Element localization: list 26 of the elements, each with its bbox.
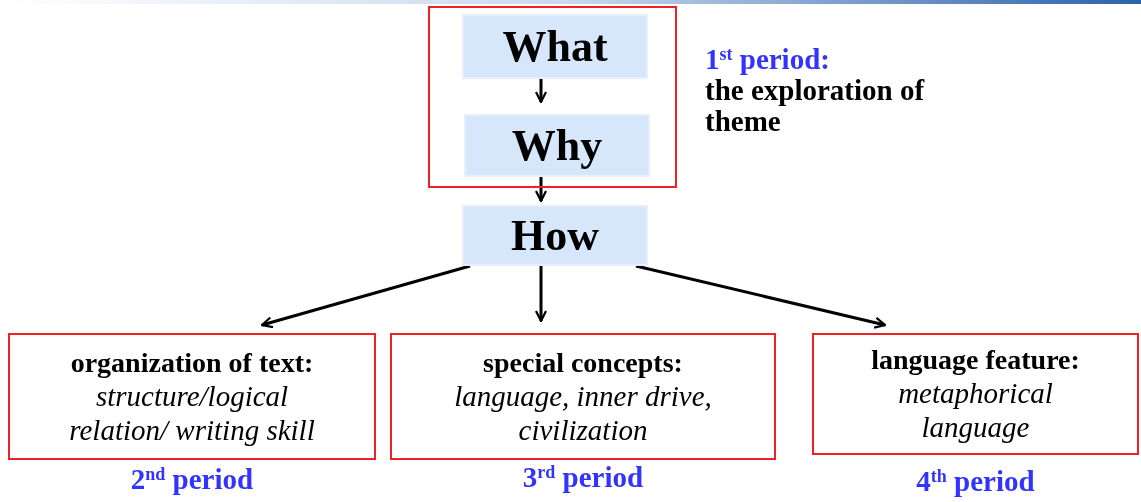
- topic-heading: organization of text:: [70, 346, 314, 379]
- question-word: Why: [511, 123, 603, 168]
- question-box: [462, 205, 648, 266]
- topic-box: [812, 333, 1139, 455]
- arrow: [534, 266, 548, 323]
- topic-description: metaphorical language: [897, 376, 1054, 444]
- topic-heading: special concepts:: [483, 346, 683, 379]
- question-box: [462, 14, 648, 79]
- period-caption: 2$^{nd}$ period: [130, 464, 254, 495]
- topic-description: language, inner drive, civilization: [453, 378, 713, 447]
- period-caption: the exploration of theme: [705, 75, 926, 137]
- group-frame: [428, 6, 677, 188]
- topic-box: [390, 333, 776, 460]
- arrow: [534, 77, 548, 104]
- arrow: [635, 264, 887, 329]
- arrow: [534, 175, 548, 203]
- topic-box: [8, 333, 376, 460]
- question-word: What: [502, 24, 608, 69]
- period-caption: 3$^{rd}$ period: [522, 462, 644, 493]
- question-word: How: [511, 213, 599, 258]
- topic-description: structure/logical relation/ writing skill: [68, 378, 316, 447]
- question-box: [464, 114, 650, 177]
- topic-heading: language feature:: [871, 344, 1080, 376]
- period-caption: 1$^{st}$ period:: [705, 44, 830, 75]
- period-caption: 4$^{th}$ period: [916, 466, 1035, 497]
- arrow: [260, 264, 471, 329]
